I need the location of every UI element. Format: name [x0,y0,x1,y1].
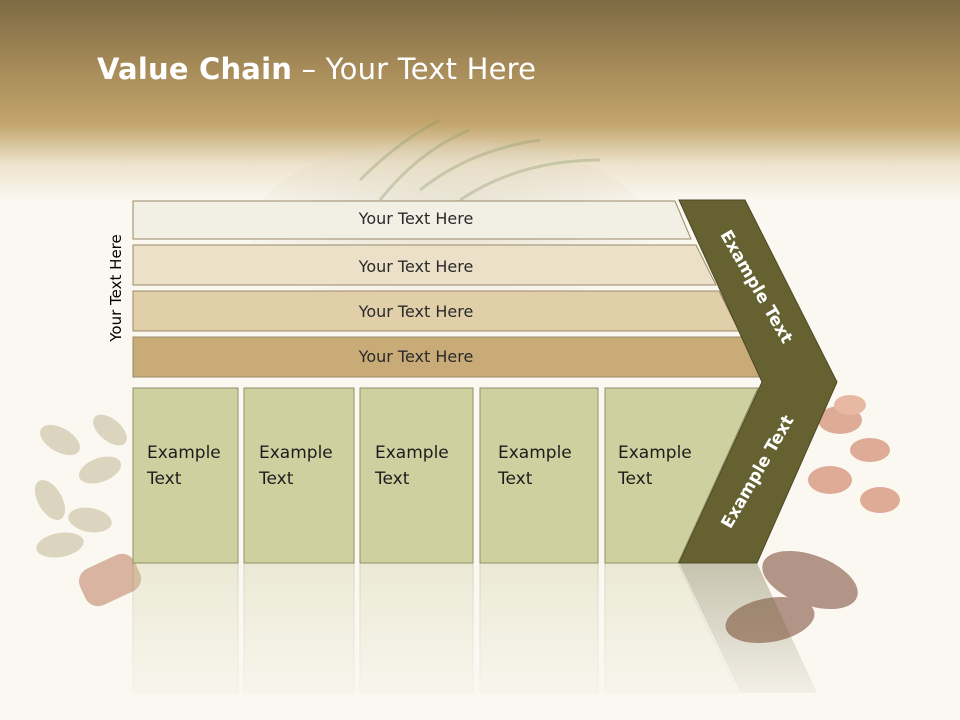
diagram-reflection [132,563,817,694]
support-row-1-label: Your Text Here [358,209,474,228]
primary-cell-3-line1: Example [375,443,449,463]
support-row-2[interactable] [132,244,717,286]
support-row-1[interactable] [132,200,692,240]
primary-cell-1-line2: Text [147,469,182,489]
primary-cell-2-line2: Text [259,469,294,489]
slide-title: Value Chain – Your Text Here [97,52,536,86]
support-row-2-label: Your Text Here [358,257,474,276]
primary-cell-4[interactable] [479,387,599,564]
primary-cell-3[interactable] [359,387,474,564]
primary-cell-1-line1: Example [147,443,221,463]
support-row-3-label: Your Text Here [358,302,474,321]
support-row-4-label: Your Text Here [358,347,474,366]
title-bold: Value Chain [97,52,293,86]
primary-cell-2-line1: Example [259,443,333,463]
primary-cell-4-line2: Text [498,469,533,489]
primary-cell-1[interactable] [132,387,239,564]
primary-cell-5-line1: Example [618,443,692,463]
primary-cell-2[interactable] [243,387,355,564]
primary-cell-5-line2: Text [618,469,653,489]
primary-cell-4-line1: Example [498,443,572,463]
primary-cell-3-line2: Text [375,469,410,489]
title-rest: – Your Text Here [292,52,537,86]
